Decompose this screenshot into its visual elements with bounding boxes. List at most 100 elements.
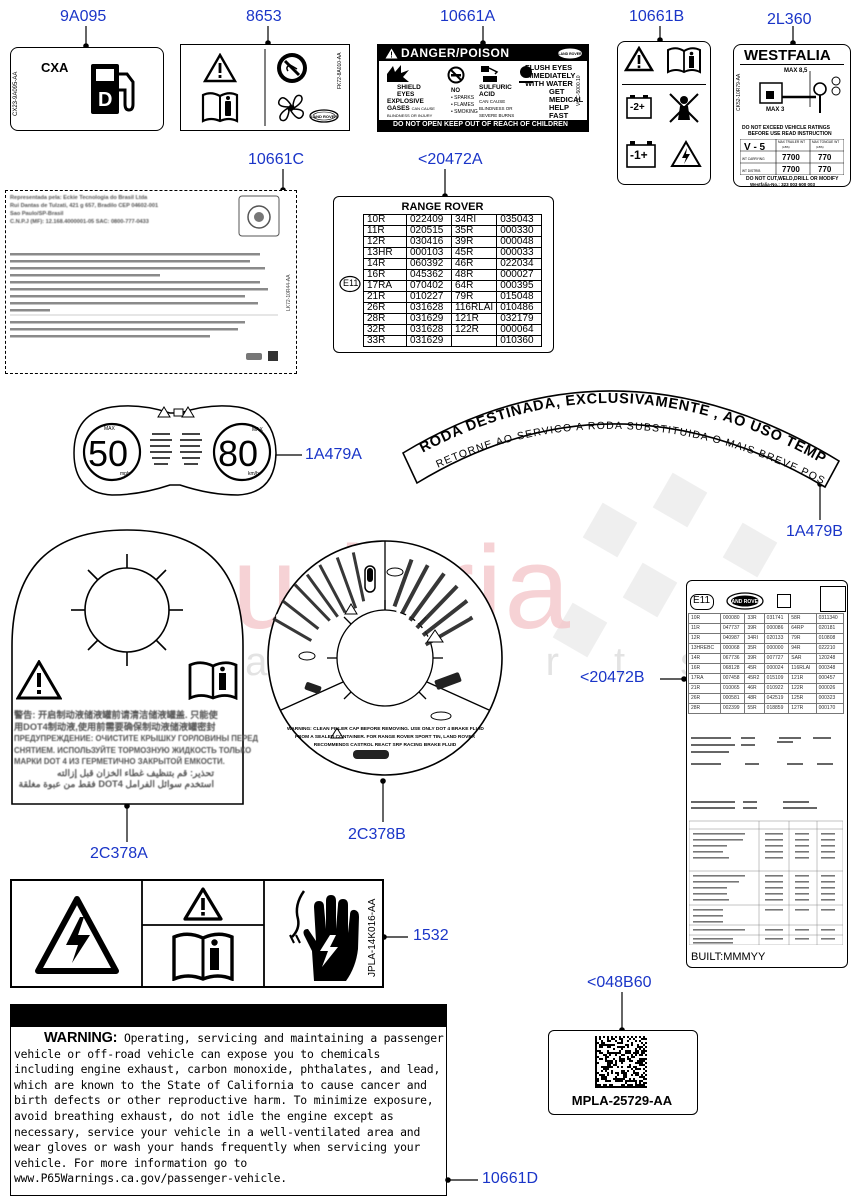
label-1532-side: JPLA-14K016-AA [367, 898, 378, 977]
approval-cell: 000170 [815, 703, 845, 714]
label-10661a-footer: DO NOT OPEN KEEP OUT OF REACH OF CHILDRE… [393, 121, 568, 128]
text-line: Sao Paulo/SP-Brasil [10, 211, 64, 217]
certification-badge-icon [238, 195, 280, 237]
westfalia-brand: WESTFALIA [744, 47, 831, 64]
callout-1532[interactable]: 1532 [413, 927, 449, 944]
empty-square [820, 586, 846, 612]
col4-line: FLUSH EYES [525, 63, 573, 72]
range-rover-cell: 12R [363, 236, 407, 248]
row1-label: WT CARRYING [742, 157, 765, 161]
label-10661a-col3: SULFURIC ACID CAN CAUSE BLINDNESS OR SEV… [479, 84, 514, 119]
callout-2l360[interactable]: 2L360 [767, 11, 812, 28]
approval-cell: 040987 [719, 633, 746, 644]
range-rover-cell: 022034 [496, 258, 543, 270]
callout-048b60[interactable]: <048B60 [587, 974, 652, 991]
acid-icon [481, 66, 499, 82]
callout-10661c[interactable]: 10661C [248, 151, 305, 168]
approval-cell: 48R [744, 693, 765, 704]
range-rover-cell: 000033 [496, 247, 543, 259]
approval-cell: 047737 [719, 623, 746, 634]
callout-8653[interactable]: 8653 [246, 8, 282, 25]
battery-plus-icon [626, 141, 656, 168]
range-rover-cell: 48R [450, 269, 498, 281]
label-2c378a: 警告: 开启制动液储液罐前请清洁储液罐盖. 只能使 用DOT4制动液,使用前需要… [10, 528, 258, 806]
land-rover-logo: LAND ROVER [726, 592, 764, 610]
approval-cell: 21R [688, 683, 721, 694]
footer-line-1: DO NOT CUT,WELD,DRILL OR MODIFY [746, 176, 839, 182]
approval-cell: 007458 [719, 673, 746, 684]
row2-trailer: 7700 [782, 165, 800, 174]
label-8653-code: FK72-8A010-AA [337, 52, 343, 89]
approval-cell: 58R [788, 613, 817, 624]
range-rover-cell: 032179 [496, 313, 543, 325]
battery-plus-label: -1+ [630, 148, 648, 162]
callout-10661b[interactable]: 10661B [629, 8, 685, 25]
approval-cell: 116RLAI [788, 663, 817, 674]
label-9a095-title: CXA [41, 60, 69, 75]
label-9a095-code: CX23-9A095-AA [13, 71, 19, 116]
prop65-warning-text: WARNING: Operating, servicing and mainta… [14, 1030, 445, 1187]
unit-mph: mph [120, 471, 130, 477]
approval-cell: 000024 [763, 663, 790, 674]
range-rover-cell: 035043 [496, 214, 543, 226]
approval-cell: 031741 [763, 613, 790, 624]
range-rover-cell [450, 335, 498, 347]
approval-cell: 39R [744, 653, 765, 664]
range-rover-cell: 015048 [496, 291, 543, 303]
label-10661d: WARNING: Operating, servicing and mainta… [10, 1004, 447, 1196]
callout-1a479a[interactable]: 1A479A [305, 446, 362, 463]
warning-heading: WARNING: [44, 1030, 118, 1046]
fuel-pump-icon: D [91, 64, 135, 114]
range-rover-cell: 031629 [406, 335, 452, 347]
text-line: Rui Dantas de Tulzati, 421 g 657, Bradil… [10, 203, 159, 209]
callout-9a095[interactable]: 9A095 [60, 8, 107, 25]
callout-10661d[interactable]: 10661D [482, 1170, 539, 1187]
col-unit-tongue: (LBS) [816, 145, 824, 149]
col3-line: BLINDNESS OR [479, 106, 513, 111]
explosion-eye-icon [387, 65, 409, 82]
data-matrix-code [595, 1036, 647, 1088]
approval-cell: 122R [788, 683, 817, 694]
range-rover-cell: 26R [363, 302, 407, 314]
built-date: BUILT:MMMYY [691, 951, 766, 963]
range-rover-cell: 000395 [496, 280, 543, 292]
callout-10661a[interactable]: 10661A [440, 8, 496, 25]
approval-cell: 16R [688, 663, 721, 674]
callout-2c378a[interactable]: 2C378A [90, 845, 148, 862]
callout-1a479b[interactable]: 1A479B [786, 523, 843, 540]
approval-cell: 28R [688, 703, 721, 714]
col-header-trailer: MAX TRAILER WT [778, 140, 806, 144]
e-mark-box [690, 594, 714, 610]
approval-cell: 002399 [719, 703, 746, 714]
range-rover-cell: 030416 [406, 236, 452, 248]
range-rover-cell: 32R [363, 324, 407, 336]
land-rover-logo: LAND ROVER [558, 48, 582, 59]
col4-line: WITH WATER [525, 79, 573, 88]
e-mark-label: E11 [343, 278, 359, 288]
speed-80: 80 [218, 433, 259, 474]
approval-cell: 000000 [763, 643, 790, 654]
callout-2c378b[interactable]: 2C378B [348, 826, 406, 843]
no-child-icon [669, 93, 699, 123]
callout-20472a[interactable]: <20472A [418, 151, 483, 168]
danger-triangle-icon [385, 48, 398, 59]
label-048b60: MPLA-25729-AA [548, 1030, 698, 1115]
label-10661b: -2+ -1+ [617, 41, 711, 185]
electric-hazard-icon [670, 140, 702, 167]
label-2c378a-text: 警告: 开启制动液储液罐前请清洁储液罐盖. 只能使 用DOT4制动液,使用前需要… [14, 710, 258, 791]
callout-20472b[interactable]: <20472B [580, 669, 645, 686]
approval-cell: 17RA [688, 673, 721, 684]
variant-data-block [689, 737, 843, 945]
approval-cell: 55R [744, 703, 765, 714]
approval-cell: 067736 [719, 653, 746, 664]
range-rover-cell: 121R [450, 313, 498, 325]
approval-cell: 010065 [719, 683, 746, 694]
